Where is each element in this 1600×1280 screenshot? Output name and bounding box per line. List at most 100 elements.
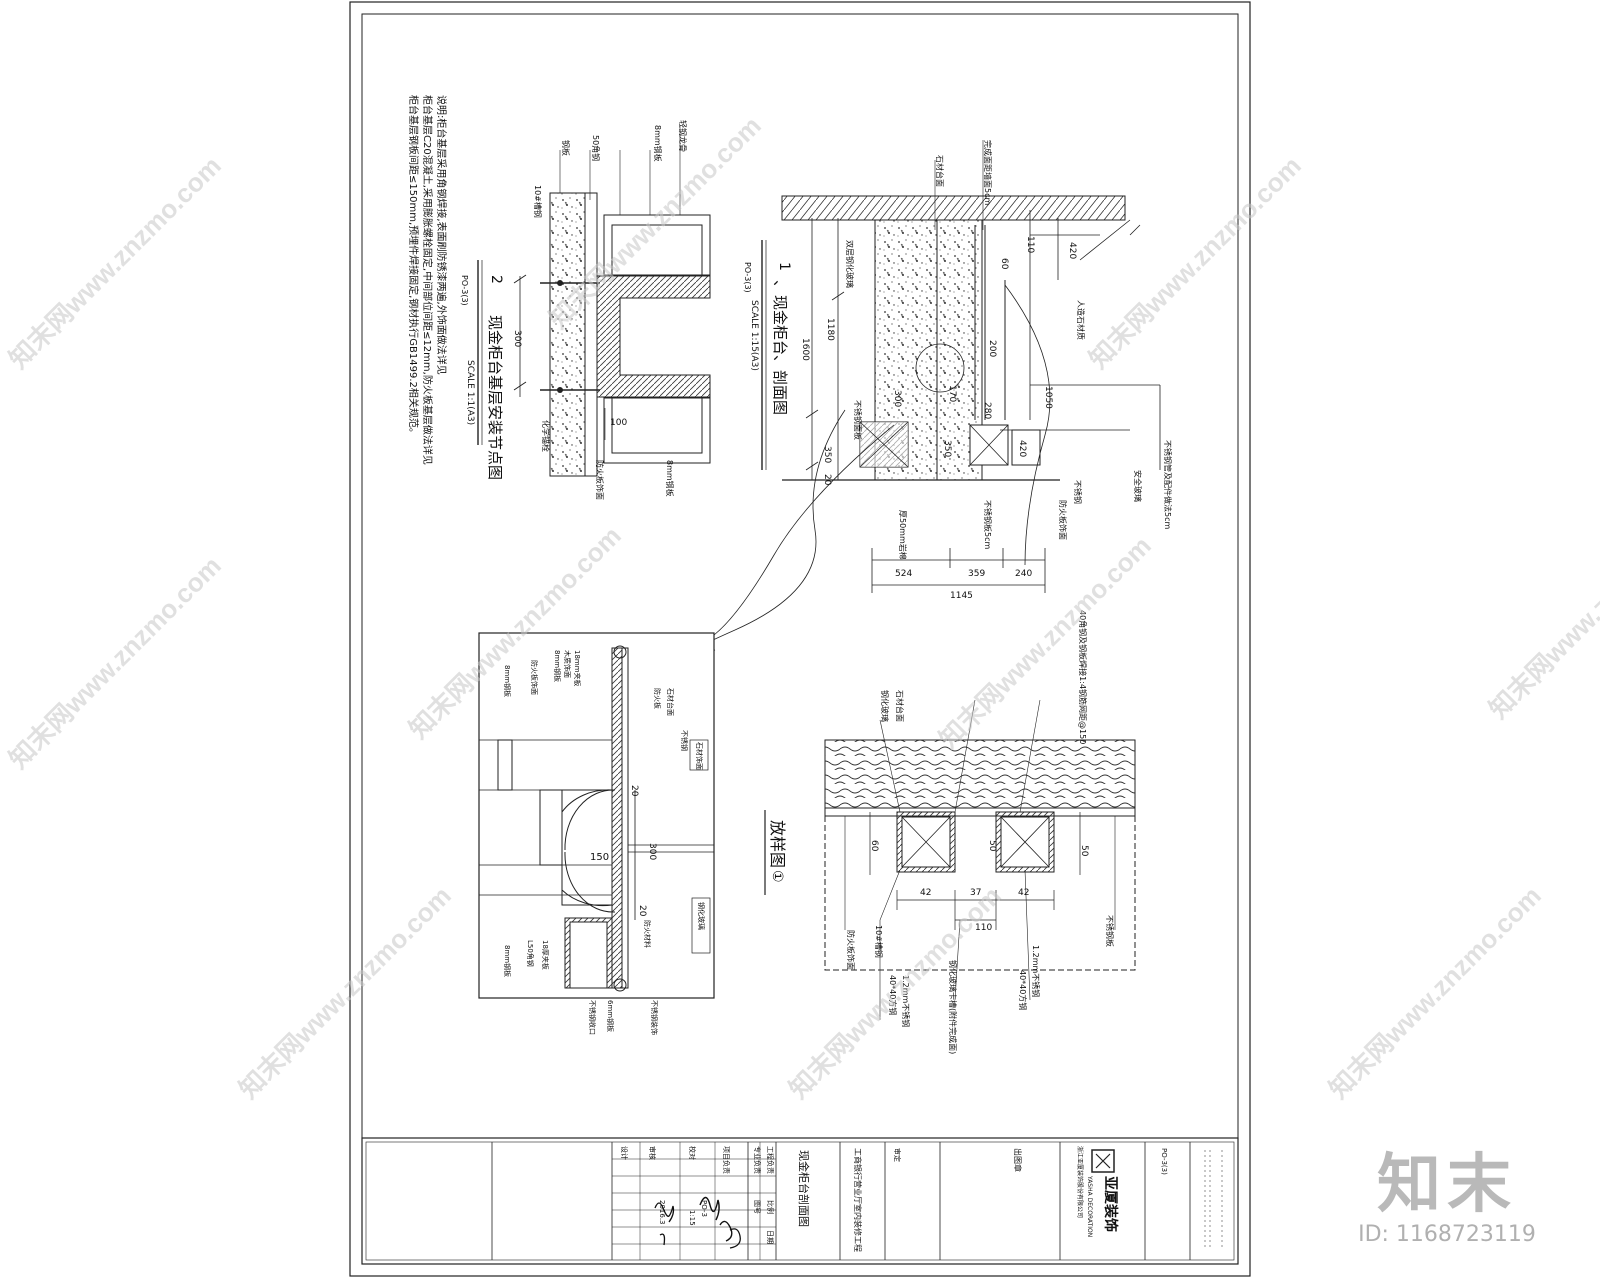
dim-420b: 420 bbox=[1017, 440, 1027, 457]
detail-1-sheet-ref: PO-3(3) bbox=[743, 262, 752, 293]
dim-359: 359 bbox=[968, 569, 985, 579]
brand-logo-text: 知末 bbox=[1377, 1148, 1517, 1222]
d3-label-angle-mesh: 40角钢及钢板焊接1:4钢筋网距@150 bbox=[1078, 610, 1088, 744]
label-stone-top: 石材台面 bbox=[935, 155, 945, 187]
tb-value-scale: 1:15 bbox=[688, 1210, 696, 1226]
d4-box-label-stone: 石材饰面 bbox=[695, 742, 704, 770]
wall-concrete bbox=[549, 192, 586, 477]
d3-dim-42a: 42 bbox=[920, 888, 931, 898]
title-block: 设计 审核 校对 项目负责 专业负责 工程负责 图号 比例 日期 PO-3 1:… bbox=[361, 1137, 1239, 1265]
tb-stamp: 出图章 bbox=[1013, 1148, 1023, 1172]
tb-company-en: YASHA DECORATION bbox=[1086, 1175, 1093, 1237]
d3-dim-110: 110 bbox=[975, 923, 992, 933]
d4-label-2: 8mm钢板 bbox=[553, 650, 562, 682]
d4-label-13: 6mm钢板 bbox=[606, 1000, 615, 1032]
tb-drawing-no: PO-3(3) bbox=[1160, 1148, 1168, 1175]
d4-label-5: 防火板 bbox=[653, 688, 662, 709]
label-finish-5cm: 完成面距墙面5cm bbox=[983, 140, 993, 205]
dim-200: 200 bbox=[987, 340, 997, 357]
detail-2-scale: SCALE 1:1(A3) bbox=[465, 360, 475, 425]
detail-3-layout-plan: 60 50 50 42 37 42 110 防火板饰面 钢化玻璃 石材台面 40… bbox=[764, 610, 1136, 1054]
dim-524: 524 bbox=[895, 569, 912, 579]
company-logo: 亚厦装饰 YASHA DECORATION 浙江亚厦装饰股份有限公司 bbox=[1076, 1146, 1119, 1237]
tb-field-project-lead: 项目负责 bbox=[722, 1146, 731, 1174]
watermark-9: 知末网www.znzmo.com bbox=[783, 880, 1007, 1104]
d3-label-sq-steel-2: 40*40方钢 bbox=[1018, 970, 1028, 1010]
dim-1600: 1600 bbox=[800, 338, 810, 361]
detail-3-number: ① bbox=[769, 870, 785, 883]
d4-dim-20a: 20 bbox=[629, 785, 639, 797]
d3-label-fireboard: 防火板饰面 bbox=[846, 930, 856, 970]
watermark-layer: 知末网www.znzmo.com 知末网www.znzmo.com 知末网www… bbox=[3, 110, 1600, 1104]
d3-dim-50a: 50 bbox=[987, 840, 997, 852]
label-ss-5cm: 不锈钢板5cm bbox=[983, 500, 993, 549]
dim-350: 350 bbox=[822, 446, 832, 463]
dim-170: 170 bbox=[947, 385, 957, 402]
d3-label-glass: 钢化玻璃 bbox=[880, 690, 890, 722]
d2-note-3: 柜台基层钢板间距≤150mm,预埋件焊接固定,钢材执行GB1499.2相关规范。 bbox=[407, 95, 420, 438]
d4-label-12: 不锈钢收口 bbox=[588, 1000, 597, 1035]
ceiling-slab bbox=[781, 195, 1126, 221]
d2-label-fireboard: 防火板饰面 bbox=[595, 460, 605, 500]
detail-1-title-text: 、现金柜台、剖面图 bbox=[771, 280, 789, 415]
d4-label-0: 18mm夹板 bbox=[573, 650, 582, 687]
d3-label-ss-panel: 不锈钢板 bbox=[1105, 915, 1115, 947]
label-fireproof: 防火板饰面 bbox=[1058, 500, 1068, 540]
d2-note-1: 说明:柜台基层采用角钢焊接,表面刷防锈漆两遍,外饰面做法详见 bbox=[435, 95, 448, 375]
dim-20: 20 bbox=[822, 474, 832, 486]
tb-approval: 审定 bbox=[893, 1148, 902, 1162]
d2-label-steel-plate-2: 8mm钢板 bbox=[665, 460, 675, 497]
d2-label-channel: 10#槽钢 bbox=[533, 185, 543, 218]
d4-label-10: L50角钢 bbox=[526, 940, 535, 967]
detail-2-title-text: 现金柜台基层安装节点图 bbox=[486, 315, 504, 480]
dim-420: 420 bbox=[1067, 242, 1077, 259]
detail-2-number: 2 bbox=[488, 275, 504, 284]
d3-label-glass-slot: 钢化玻璃卡槽(附件完成面) bbox=[948, 960, 958, 1054]
tb-field-review: 审核 bbox=[648, 1146, 657, 1160]
brand-watermark: 知末 ID: 1168723119 bbox=[1332, 1150, 1562, 1250]
wall-brick bbox=[824, 739, 1136, 809]
d3-label-channel: 10#槽钢 bbox=[874, 925, 884, 958]
tb-field-design: 设计 bbox=[620, 1146, 629, 1160]
label-stone-material: 人造石材质 bbox=[1076, 300, 1086, 340]
watermark-3: 知末网www.znzmo.com bbox=[1083, 150, 1307, 374]
dim-1145: 1145 bbox=[950, 591, 973, 601]
d4-label-14: 不锈钢装饰 bbox=[650, 1000, 659, 1035]
detail-4-enlarged-node: 石材饰面 钢化玻璃 20 300 20 150 18mm夹板 木质饰面 8mm钢… bbox=[478, 424, 895, 1035]
tb-project: 工商银行营业厅室内装修工程 bbox=[853, 1148, 863, 1252]
d4-label-9: 8mm钢板 bbox=[503, 945, 512, 977]
d3-dim-50b: 50 bbox=[1079, 845, 1089, 857]
detail-1-section: 1600 1180 350 20 420 110 60 200 300 170 … bbox=[684, 140, 1173, 658]
d3-dim-37: 37 bbox=[970, 888, 981, 898]
watermark-1: 知末网www.znzmo.com bbox=[3, 150, 227, 374]
detail-1-scale: SCALE 1:15(A3) bbox=[749, 300, 759, 371]
tb-field-check: 校对 bbox=[688, 1146, 697, 1160]
d4-label-11: 18厚夹板 bbox=[541, 940, 550, 970]
dim-300: 300 bbox=[892, 390, 902, 407]
tb-field-eng-lead: 工程负责 bbox=[766, 1146, 775, 1174]
d2-label-steel-plate: 8mm钢板 bbox=[653, 125, 663, 162]
tb-value-date: 2016.3 bbox=[658, 1200, 666, 1225]
dim-60: 60 bbox=[999, 258, 1009, 270]
d4-label-4: 8mm钢板 bbox=[503, 665, 512, 697]
d4-box-label-glass: 钢化玻璃 bbox=[697, 902, 706, 930]
d2-dim-100: 100 bbox=[610, 418, 627, 428]
d2-label-angle: 50角钢 bbox=[591, 135, 601, 161]
d3-label-sq-steel: 40*40方钢 bbox=[888, 975, 898, 1015]
d3-dim-60: 60 bbox=[869, 840, 879, 852]
d4-label-1: 木质饰面 bbox=[563, 650, 572, 678]
d4-dim-150: 150 bbox=[590, 852, 609, 863]
dim-240: 240 bbox=[1015, 569, 1032, 579]
d2-note-2: 柜台基层C20混凝土,采用膨胀螺栓固定,中间部位间距≤12mm,防火板基层做法详… bbox=[421, 95, 434, 465]
counter-box-right bbox=[1011, 429, 1041, 466]
brand-id: ID: 1168723119 bbox=[1358, 1222, 1536, 1247]
detail-2-base-node: 300 100 10#槽钢 8mm钢板 50角钢 钢板 化学锚栓 8mm钢板 防… bbox=[407, 95, 711, 500]
tb-field-scale: 比例 bbox=[766, 1200, 775, 1214]
dim-1050: 1050 bbox=[1043, 386, 1053, 409]
dim-280: 280 bbox=[982, 402, 992, 419]
label-safety-glass: 安全玻璃 bbox=[1133, 470, 1143, 502]
sheet-outer-border bbox=[349, 1, 1251, 1277]
label-ss-panel: 不锈钢面板 bbox=[853, 400, 863, 440]
detail-3-title-text: 放样图 bbox=[768, 820, 787, 868]
